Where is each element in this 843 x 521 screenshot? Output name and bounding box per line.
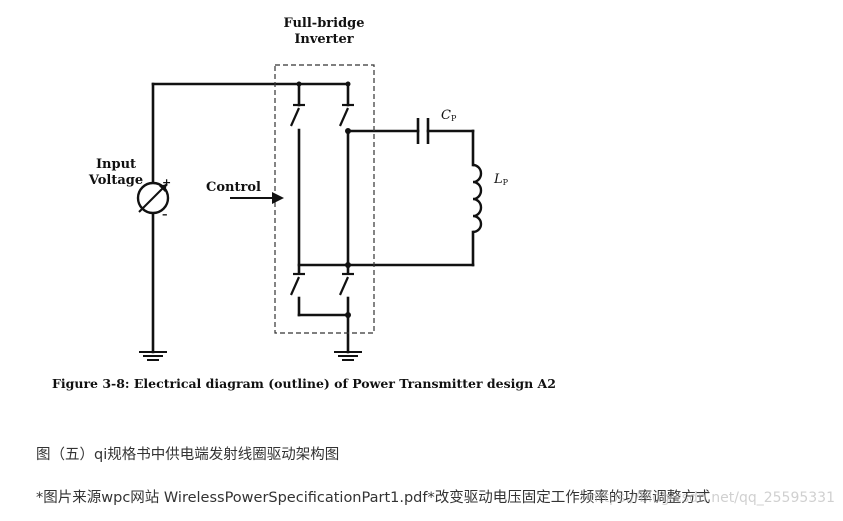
inverter-label-line1: Full-bridge bbox=[283, 16, 364, 31]
switch-blade bbox=[338, 107, 350, 127]
minus-sign: – bbox=[162, 208, 168, 221]
inverter-box bbox=[274, 64, 375, 334]
input-label-line1: Input bbox=[96, 157, 136, 172]
junction-dot bbox=[345, 128, 351, 134]
switch-blade bbox=[289, 107, 301, 127]
plus-sign: + bbox=[162, 176, 171, 189]
circuit-diagram: + – Full-bridge Inverter Input Voltage C… bbox=[52, 16, 556, 391]
control-arrowhead-icon bbox=[272, 192, 284, 204]
capacitor-label: CP bbox=[441, 108, 457, 123]
junction-dot bbox=[345, 262, 351, 268]
control-label: Control bbox=[206, 180, 261, 195]
junction-dot bbox=[345, 312, 351, 318]
junction-dot bbox=[345, 81, 351, 87]
switch-blade bbox=[289, 276, 301, 296]
inductor-coil bbox=[472, 163, 483, 234]
inductor-label: LP bbox=[493, 172, 509, 187]
watermark: https://blog.csdn.net/qq_25595331 bbox=[589, 490, 835, 506]
inverter-label-line2: Inverter bbox=[294, 32, 353, 47]
variable-arrowhead-icon bbox=[159, 184, 167, 192]
source-note: *图片来源wpc网站 WirelessPowerSpecificationPar… bbox=[36, 490, 711, 506]
junction-dot bbox=[296, 81, 302, 87]
input-label-line2: Voltage bbox=[88, 173, 143, 188]
caption: 图（五）qi规格书中供电端发射线圈驱动架构图 bbox=[36, 447, 340, 463]
figure-caption: Figure 3-8: Electrical diagram (outline)… bbox=[52, 376, 556, 391]
switch-blade bbox=[338, 276, 350, 296]
